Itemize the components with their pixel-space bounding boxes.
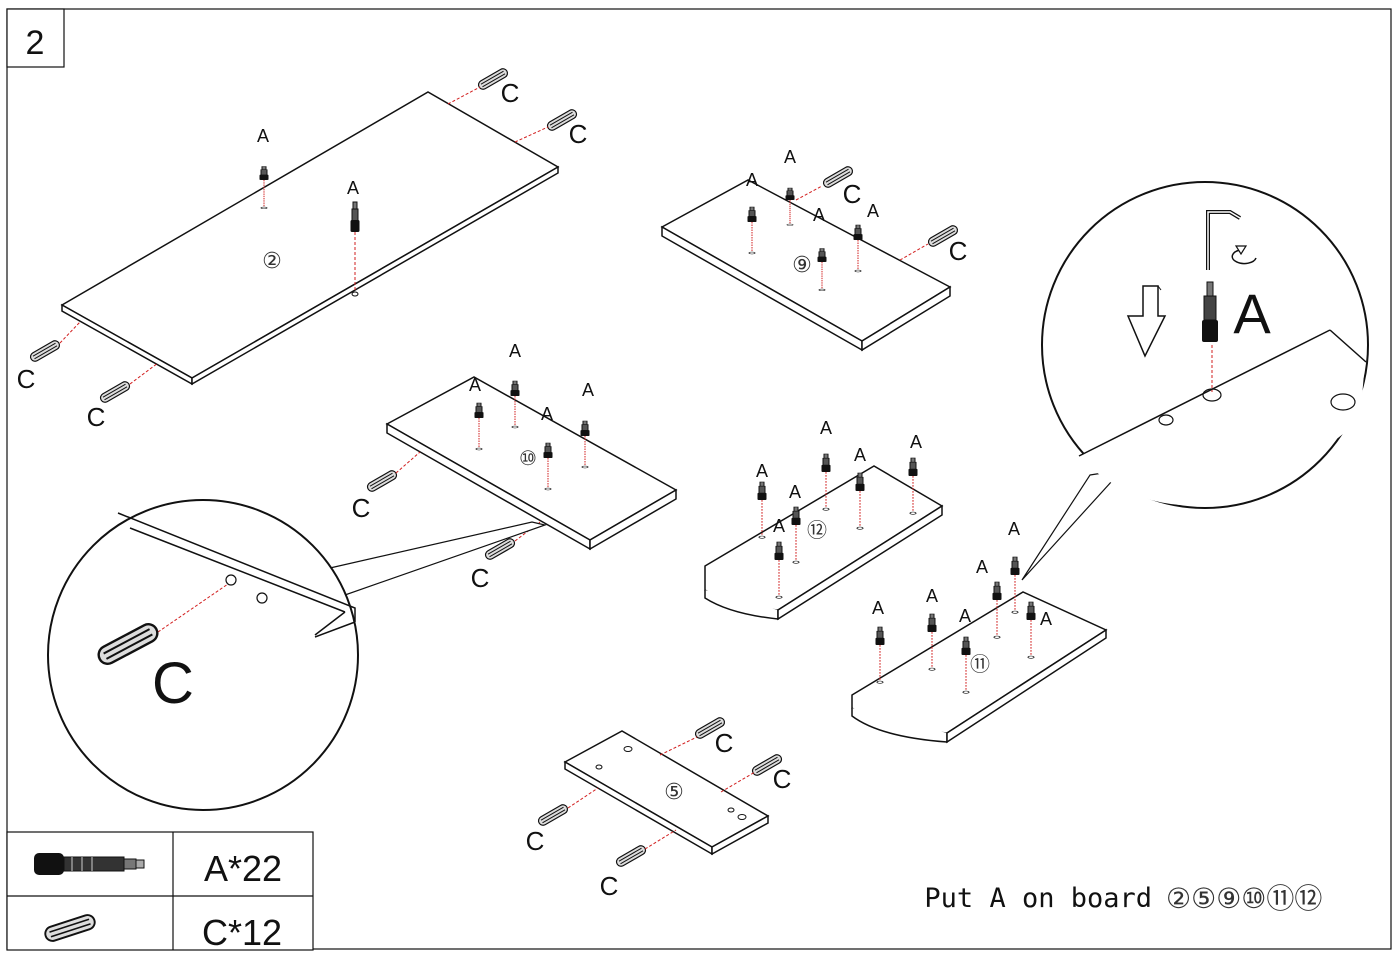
detail-left-label: C	[152, 651, 194, 716]
label-a: A	[789, 482, 801, 502]
board-10-number: ⑩	[519, 446, 537, 470]
wooden-dowel-icon	[536, 802, 570, 828]
board-2-number: ②	[262, 249, 282, 274]
qty-a: A*22	[204, 848, 282, 889]
label-a: A	[582, 380, 594, 400]
label-a: A	[867, 201, 879, 221]
label-a: A	[976, 557, 988, 577]
board-5-number: ⑤	[664, 780, 684, 805]
qty-c: C*12	[202, 912, 282, 953]
label-c: C	[715, 728, 734, 758]
label-c: C	[600, 871, 619, 901]
parts-row-a: A*22	[34, 848, 282, 889]
label-a: A	[469, 375, 481, 395]
board-10: ⑩ A A A A C C	[352, 341, 678, 593]
board-9: ⑨ A A A A C C	[660, 147, 968, 352]
label-c: C	[569, 119, 588, 149]
board-2: ② A A C C C C	[17, 66, 588, 432]
hex-key-icon	[1206, 210, 1242, 270]
label-a: A	[959, 606, 971, 626]
arrow-down-icon	[1126, 285, 1167, 358]
wooden-dowel-icon	[28, 338, 62, 364]
label-a: A	[509, 341, 521, 361]
label-a: A	[854, 445, 866, 465]
label-a: A	[813, 205, 825, 225]
label-a: A	[926, 586, 938, 606]
label-a: A	[910, 432, 922, 452]
label-c: C	[501, 78, 520, 108]
label-c: C	[843, 179, 862, 209]
parts-table: A*22 C*12	[6, 831, 314, 953]
label-a: A	[773, 516, 785, 536]
board-12: ⑫ A A A A A A	[704, 418, 944, 621]
label-c: C	[773, 764, 792, 794]
label-c: C	[471, 563, 490, 593]
label-a: A	[784, 147, 796, 167]
wooden-dowel-icon	[98, 379, 132, 405]
label-c: C	[526, 826, 545, 856]
label-c: C	[352, 493, 371, 523]
instruction-boards: ②⑤⑨⑩⑪⑫	[1166, 882, 1322, 915]
board-12-number: ⑫	[807, 518, 827, 542]
wooden-dowel-icon	[365, 468, 399, 494]
label-a: A	[872, 598, 884, 618]
label-c: C	[17, 364, 36, 394]
label-a: A	[347, 178, 359, 198]
label-a: A	[257, 126, 269, 146]
detail-bolt-callout: A	[1021, 181, 1369, 581]
label-a: A	[1008, 519, 1020, 539]
step-number: 2	[26, 24, 45, 62]
instruction: Put A on board ②⑤⑨⑩⑪⑫	[924, 882, 1322, 915]
cam-bolt-icon	[34, 853, 145, 875]
label-a: A	[541, 404, 553, 424]
board-11-number: ⑪	[970, 652, 990, 676]
label-c: C	[949, 236, 968, 266]
label-a: A	[746, 170, 758, 190]
rotate-icon	[1231, 245, 1257, 265]
label-c: C	[87, 402, 106, 432]
detail-right-label: A	[1233, 282, 1271, 345]
detail-dowel-callout: C	[47, 499, 548, 811]
cam-bolt-icon	[875, 626, 885, 684]
label-a: A	[1040, 609, 1052, 629]
board-9-number: ⑨	[792, 253, 812, 278]
cam-bolt-icon	[1202, 281, 1218, 342]
step-badge: 2	[6, 8, 65, 68]
label-a: A	[756, 461, 768, 481]
wooden-dowel-icon	[614, 843, 648, 869]
board-11: ⑪ A A A A A A	[851, 519, 1108, 744]
page-frame	[6, 8, 1392, 950]
label-a: A	[820, 418, 832, 438]
parts-row-c: C*12	[42, 912, 282, 953]
instruction-text: Put A on board	[924, 883, 1152, 914]
board-5: ⑤ C C C C	[526, 715, 792, 901]
